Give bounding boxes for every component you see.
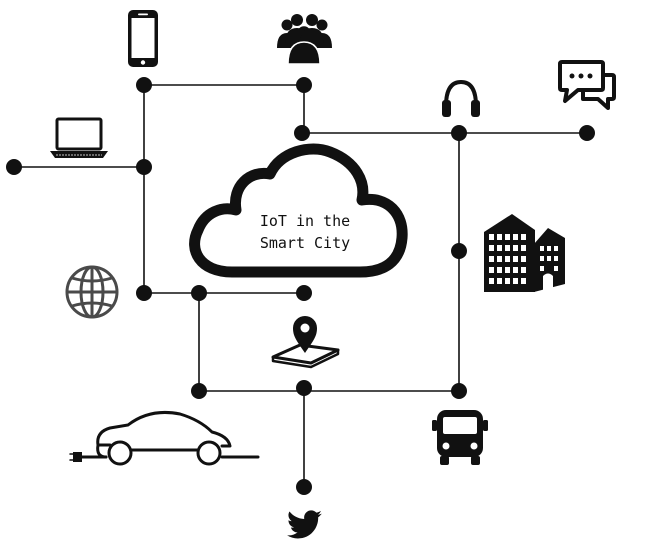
buildings-icon xyxy=(484,214,565,292)
node xyxy=(191,383,207,399)
chat-bubbles-icon xyxy=(558,60,616,110)
people-group-icon xyxy=(277,14,332,65)
electric-car-icon xyxy=(69,410,260,466)
node xyxy=(296,479,312,495)
node xyxy=(296,77,312,93)
cloud-shape: IoT in the Smart City xyxy=(189,143,408,278)
node xyxy=(136,159,152,175)
laptop-icon xyxy=(50,117,108,158)
globe-icon xyxy=(65,265,119,319)
headphones-icon xyxy=(442,79,480,117)
connection-lines xyxy=(14,84,587,487)
connection-nodes xyxy=(6,77,595,495)
twitter-bird-icon xyxy=(287,510,322,539)
node xyxy=(6,159,22,175)
node xyxy=(294,125,310,141)
node xyxy=(136,285,152,301)
node xyxy=(451,383,467,399)
smartphone-icon xyxy=(128,10,158,67)
bus-icon xyxy=(432,410,488,465)
cloud-title-line-2: Smart City xyxy=(260,234,350,252)
node xyxy=(191,285,207,301)
node xyxy=(451,243,467,259)
node xyxy=(296,285,312,301)
node xyxy=(451,125,467,141)
node xyxy=(296,380,312,396)
cloud-title-line-1: IoT in the xyxy=(260,212,350,230)
map-pin-phone-icon xyxy=(271,316,340,369)
node xyxy=(579,125,595,141)
node xyxy=(136,77,152,93)
